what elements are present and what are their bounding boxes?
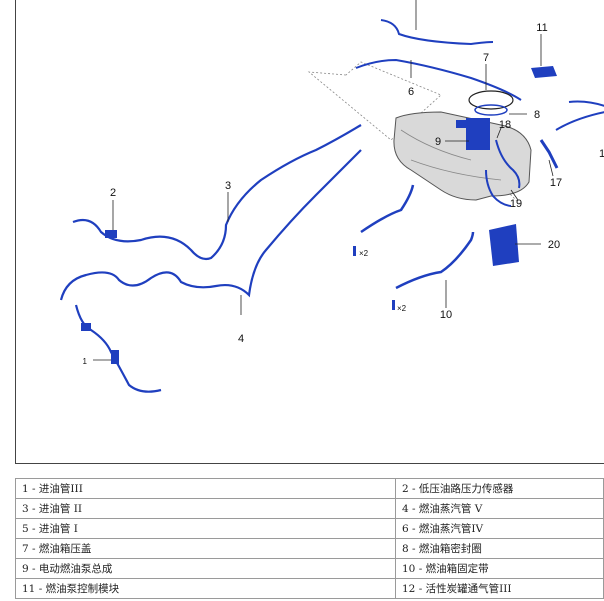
callout-9: 9 <box>435 136 441 148</box>
tank-strap-10 <box>395 231 475 290</box>
callout-18: 18 <box>499 119 511 131</box>
callout-2: 2 <box>110 187 116 199</box>
pressure-sensor-2 <box>105 230 117 238</box>
right-pipes <box>555 100 604 131</box>
tank-strap-1 <box>360 184 415 234</box>
table-cell: 1 - 进油管III <box>15 478 396 499</box>
callout-8: 8 <box>534 109 540 121</box>
bolt-icon <box>392 300 395 310</box>
tank-cover-7 <box>468 90 514 110</box>
leader-lines <box>93 0 554 361</box>
tank-seal-8 <box>474 104 508 116</box>
callout-17: 17 <box>550 177 562 189</box>
diagram-canvas: 1 2 3 4 6 7 8 9 10 11 17 18 19 20 ×2 ×2 … <box>59 0 604 393</box>
parts-legend-table: 1 - 进油管III 2 - 低压油路压力传感器 3 - 进油管 II 4 - … <box>15 478 604 599</box>
quantity-mark: ×2 <box>359 249 369 258</box>
table-row: 11 - 燃油泵控制模块 12 - 活性炭罐通气管III <box>15 578 604 599</box>
callout-4: 4 <box>238 333 244 345</box>
table-cell: 8 - 燃油箱密封圈 <box>395 538 604 559</box>
table-cell: 7 - 燃油箱压盖 <box>15 538 396 559</box>
fitting-1 <box>111 350 119 364</box>
vent-part-17 <box>539 139 559 169</box>
table-row: 5 - 进油管 I 6 - 燃油蒸汽管IV <box>15 518 604 539</box>
table-row: 3 - 进油管 II 4 - 燃油蒸汽管 V <box>15 498 604 519</box>
callout-1: 1 <box>83 357 88 366</box>
vent-pipe-18 <box>495 139 521 189</box>
table-cell: 2 - 低压油路压力传感器 <box>395 478 604 499</box>
fuel-line-4 <box>59 149 362 301</box>
pump-control-module-11 <box>531 66 557 78</box>
canister-20 <box>489 224 519 266</box>
tank-detail <box>400 129 502 181</box>
callout-20: 20 <box>548 239 560 251</box>
callout-3: 3 <box>225 180 231 192</box>
quantity-mark: ×2 <box>397 304 407 313</box>
callout-10: 10 <box>440 309 452 321</box>
table-cell: 6 - 燃油蒸汽管IV <box>395 518 604 539</box>
table-cell: 9 - 电动燃油泵总成 <box>15 558 396 579</box>
table-cell: 12 - 活性炭罐通气管III <box>395 578 604 599</box>
vent-pipe-19 <box>485 169 512 207</box>
fuel-pump-9-head <box>456 120 470 128</box>
table-cell: 3 - 进油管 II <box>15 498 396 519</box>
bolt-icon <box>353 246 356 256</box>
callout-6: 6 <box>408 86 414 98</box>
fuel-line-1 <box>74 304 162 393</box>
exploded-parts-diagram: 1 2 3 4 6 7 8 9 10 11 17 18 19 20 ×2 ×2 … <box>15 0 604 464</box>
table-row: 9 - 电动燃油泵总成 10 - 燃油箱固定带 <box>15 558 604 579</box>
edge-callout: 1 <box>599 148 604 160</box>
table-row: 1 - 进油管III 2 - 低压油路压力传感器 <box>15 478 604 499</box>
table-cell: 10 - 燃油箱固定带 <box>395 558 604 579</box>
table-cell: 5 - 进油管 I <box>15 518 396 539</box>
fitting-5 <box>81 323 91 331</box>
callout-19: 19 <box>510 198 522 210</box>
table-cell: 4 - 燃油蒸汽管 V <box>395 498 604 519</box>
vapor-line-6b <box>355 58 522 101</box>
callout-11: 11 <box>536 22 547 34</box>
table-row: 7 - 燃油箱压盖 8 - 燃油箱密封圈 <box>15 538 604 559</box>
vapor-line-6 <box>380 19 494 46</box>
table-cell: 11 - 燃油泵控制模块 <box>15 578 396 599</box>
callout-7: 7 <box>483 52 489 64</box>
